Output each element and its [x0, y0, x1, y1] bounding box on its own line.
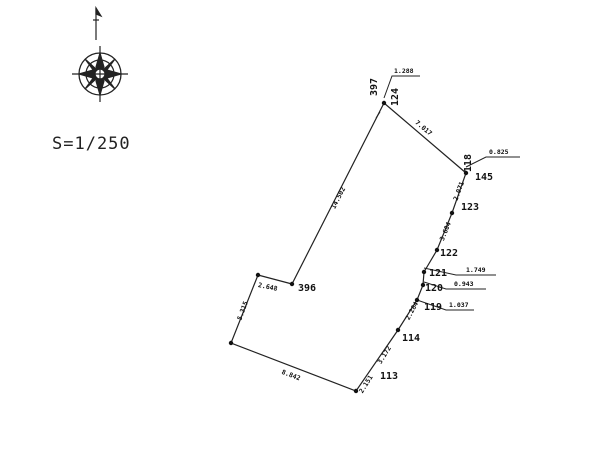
leader-124 — [375, 111, 381, 119]
vertex-120 — [420, 282, 426, 288]
point-label-114: 114 — [402, 333, 420, 344]
point-label-113: 113 — [380, 371, 398, 382]
point-label-396: 396 — [298, 283, 316, 294]
point-label-122: 122 — [440, 248, 458, 259]
point-label-121: 121 — [429, 268, 447, 279]
point-label-123: 123 — [461, 202, 479, 213]
offset-leaders — [375, 75, 520, 311]
edge-length-right-lower: 2.284 — [404, 300, 420, 321]
edge-length-bottom: 8.842 — [280, 368, 301, 383]
point-label-124: 124 — [390, 88, 401, 106]
vertex-114 — [395, 327, 401, 333]
vertex-nw — [255, 272, 261, 278]
north-arrow-compass-icon — [72, 5, 128, 102]
leader-397 — [383, 75, 420, 99]
offset-118: 0.825 — [489, 148, 509, 156]
vertex-121 — [421, 269, 427, 275]
point-label-118: 118 — [463, 154, 474, 172]
vertex-124 — [381, 100, 387, 106]
north-arrow-head — [95, 5, 103, 18]
vertex-sw — [228, 340, 234, 346]
parcel-boundary — [230, 102, 467, 392]
vertex-122 — [434, 247, 440, 253]
edge-length-right-mid: 3.604 — [438, 221, 453, 242]
vertex-145 — [463, 170, 469, 176]
point-label-145: 145 — [475, 172, 493, 183]
point-label-119: 119 — [424, 302, 442, 313]
leader-120 — [423, 281, 486, 290]
scale-label: S=1/250 — [52, 134, 131, 154]
leader-121 — [423, 267, 496, 276]
edge-length-right-bottom: 3.172 — [376, 345, 393, 366]
leader-118 — [465, 156, 520, 168]
offset-120: 0.943 — [454, 280, 474, 288]
point-label-120: 120 — [425, 283, 443, 294]
edge-length-top-right: 7.017 — [414, 119, 434, 138]
offset-119: 1.037 — [449, 301, 469, 309]
vertex-123 — [449, 210, 455, 216]
offset-397: 1.288 — [394, 67, 414, 75]
vertex-119 — [414, 297, 420, 303]
offset-121: 1.749 — [466, 266, 486, 274]
leader-119 — [416, 299, 474, 311]
edge-length-right-upper: 2.071 — [452, 180, 466, 201]
edge-length-left: 5.315 — [236, 300, 250, 321]
vertex-113 — [353, 388, 359, 394]
edge-length-notch: 2.648 — [257, 281, 278, 293]
vertex-markers — [228, 100, 469, 394]
edge-length-top-left: 14.502 — [329, 186, 347, 211]
vertex-396 — [289, 281, 295, 287]
point-label-397: 397 — [369, 78, 380, 96]
